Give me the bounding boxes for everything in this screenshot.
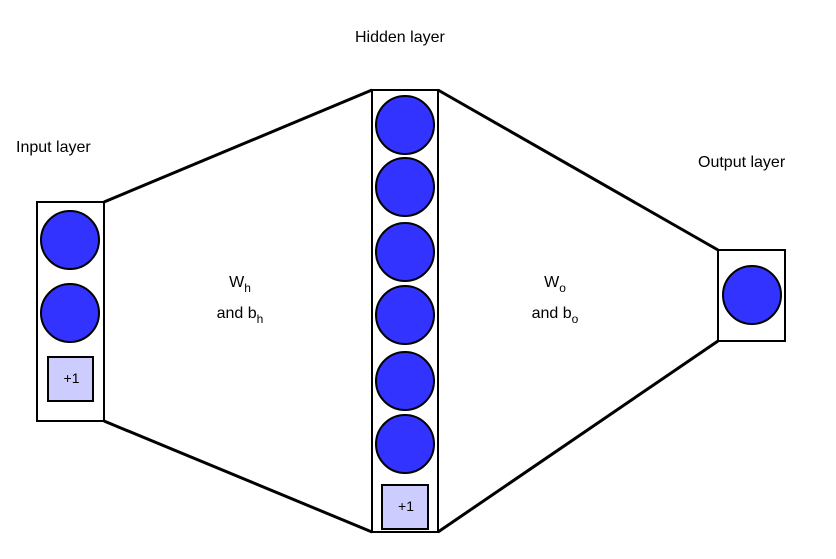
input-neuron <box>40 210 100 270</box>
hidden-bias-unit <box>381 484 429 530</box>
hidden-neuron <box>375 95 435 155</box>
input-hidden-params: Wh and bh <box>180 270 300 332</box>
hidden-neuron <box>375 157 435 217</box>
output-neuron <box>722 265 782 325</box>
edge-hidden-output-bottom <box>437 339 719 534</box>
bias-subscript: o <box>571 312 579 326</box>
edge-hidden-output-top <box>437 88 719 252</box>
edge-input-hidden-top <box>103 88 373 204</box>
hidden-neuron <box>375 222 435 282</box>
bias-text: and b <box>216 305 257 322</box>
bias-label-h: and bh <box>180 301 300 332</box>
input-layer-title: Input layer <box>16 139 91 156</box>
bias-label-o: and bo <box>495 301 615 332</box>
weight-label-o: Wo <box>495 270 615 301</box>
hidden-layer-title: Hidden layer <box>355 29 445 46</box>
output-layer-title: Output layer <box>698 154 786 171</box>
weight-label-h: Wh <box>180 270 300 301</box>
hidden-neuron <box>375 285 435 345</box>
hidden-output-params: Wo and bo <box>495 270 615 332</box>
hidden-neuron <box>375 351 435 411</box>
edge-input-hidden-bottom <box>103 419 373 534</box>
weight-symbol: W <box>229 274 245 291</box>
bias-text: and b <box>531 305 572 322</box>
bias-subscript: h <box>256 312 264 326</box>
hidden-neuron <box>375 414 435 474</box>
hidden-bias-label: +1 <box>398 498 414 514</box>
weight-subscript: h <box>244 281 251 295</box>
weight-subscript: o <box>559 281 566 295</box>
input-bias-label: +1 <box>63 370 80 386</box>
weight-symbol: W <box>544 274 560 291</box>
input-neuron <box>40 283 100 343</box>
input-bias-unit <box>47 356 94 402</box>
